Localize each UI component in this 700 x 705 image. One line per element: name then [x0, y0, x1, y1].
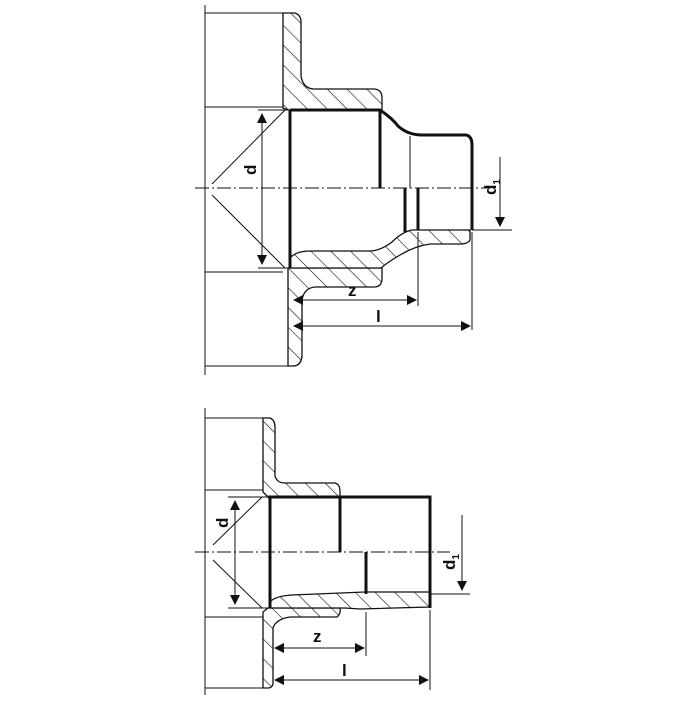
reducer-outer-profile [290, 108, 474, 230]
upper-flange-section [282, 12, 383, 111]
label-l: l [376, 307, 381, 326]
lower-flange-section [287, 267, 383, 367]
label-d1: d1 [481, 179, 503, 195]
reducer-body-section [289, 229, 471, 269]
label-d: d [213, 518, 232, 528]
upper-flange-section [262, 417, 341, 498]
drawing-bottom-reducer: d d1 z l [195, 408, 470, 695]
label-l: l [342, 661, 347, 680]
reducer-body-section [269, 591, 431, 610]
label-z: z [348, 281, 357, 300]
label-d1: d1 [440, 554, 462, 570]
lower-flange-section [262, 607, 341, 689]
reducer-outer-profile [268, 495, 432, 608]
label-d: d [241, 165, 260, 175]
label-z: z [313, 627, 322, 646]
drawing-top-reducer: d d1 z l [195, 5, 512, 375]
